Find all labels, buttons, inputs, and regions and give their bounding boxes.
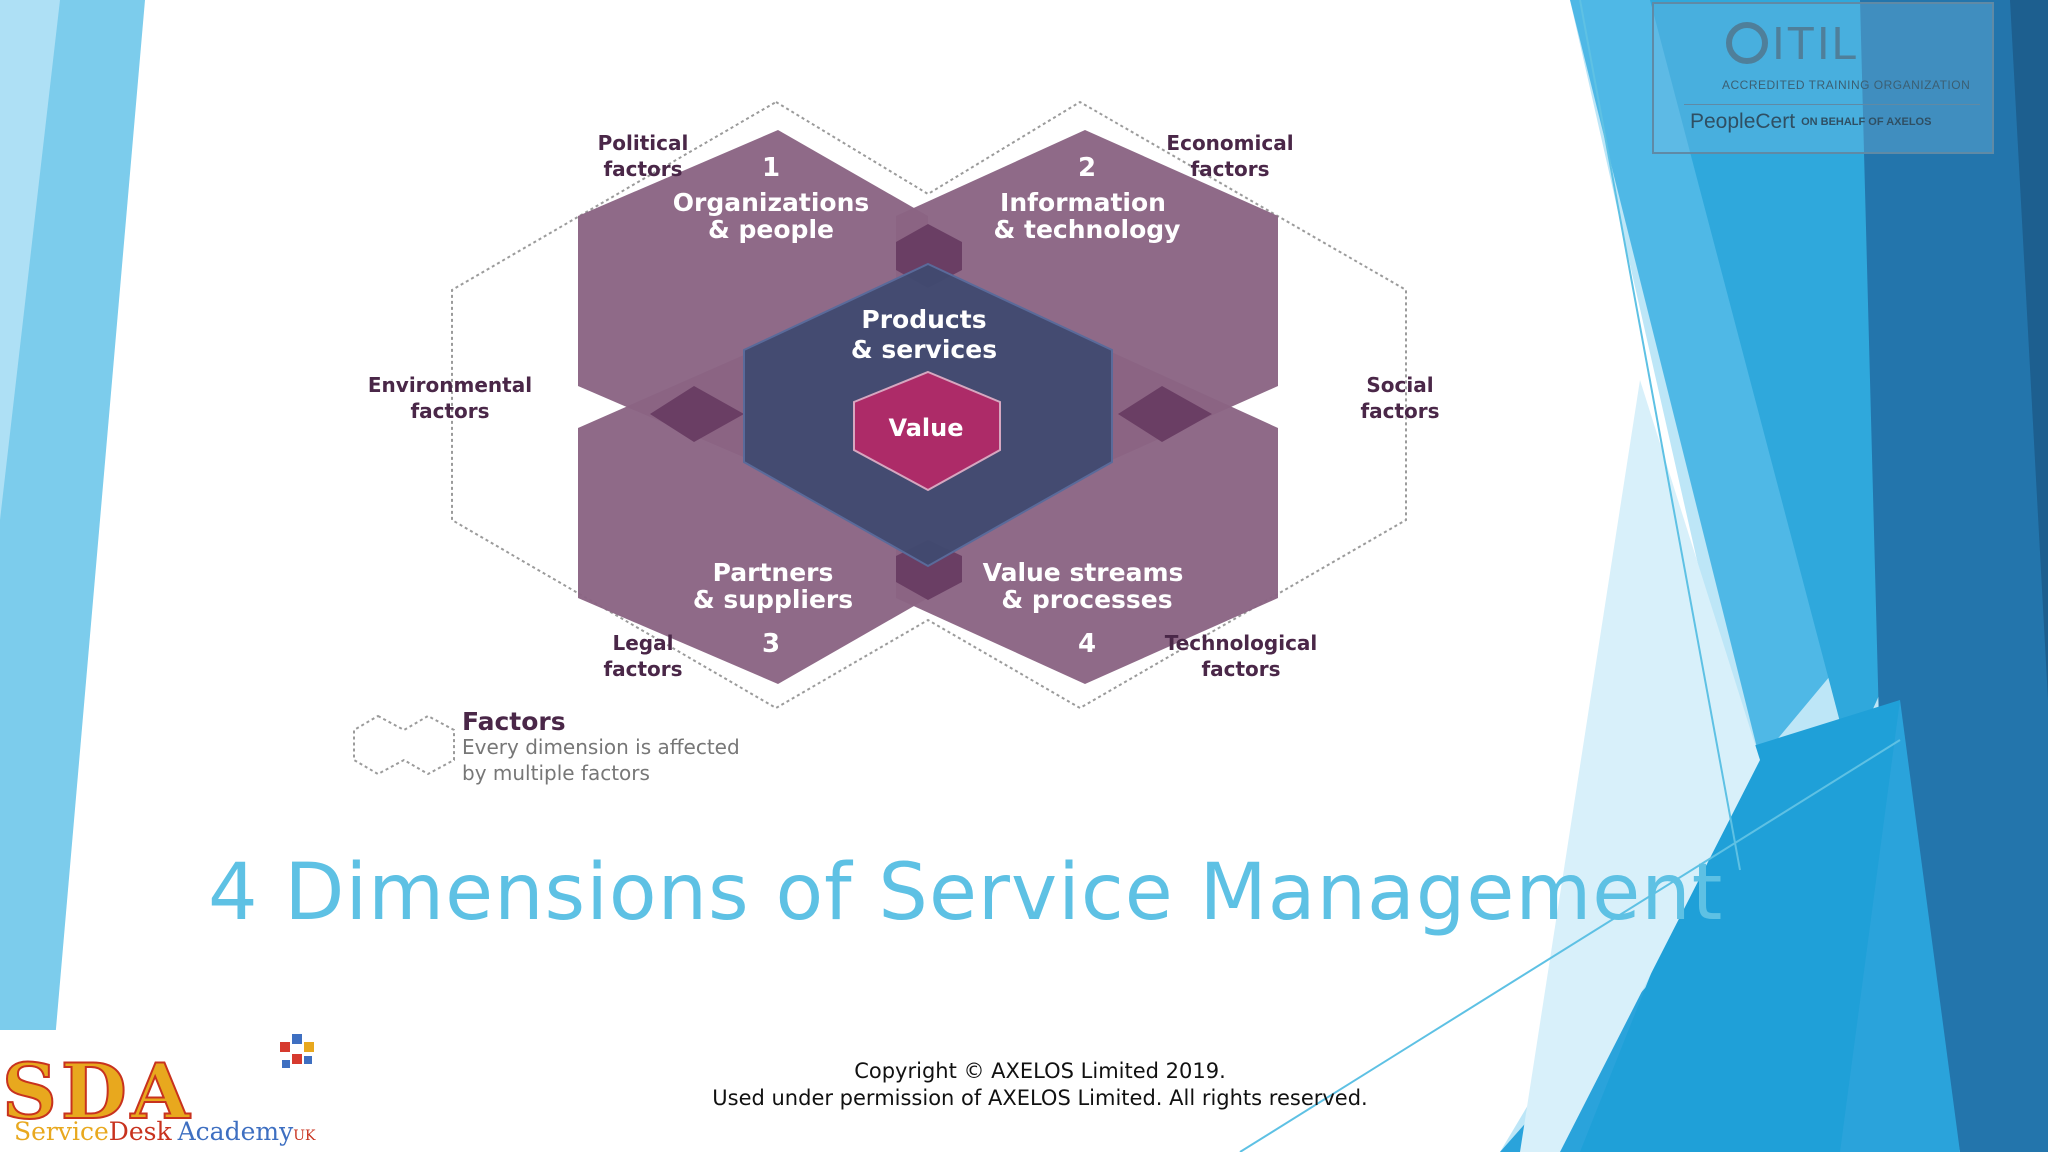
right-shape-bottom-2 bbox=[1580, 700, 1900, 1152]
factor-economical-line1: Economical bbox=[1166, 131, 1293, 155]
products-line1: Products bbox=[861, 305, 986, 334]
left-triangle bbox=[0, 0, 145, 1040]
legend-factors-icon bbox=[353, 714, 455, 776]
legend-line2: by multiple factors bbox=[462, 761, 650, 785]
dimension-4-line1: Value streams bbox=[983, 558, 1184, 587]
factor-technological-line1: Technological bbox=[1165, 631, 1318, 655]
copyright-line-1: Copyright © AXELOS Limited 2019. bbox=[854, 1059, 1226, 1083]
left-triangle-light bbox=[0, 0, 60, 520]
factor-social-line1: Social bbox=[1366, 373, 1433, 397]
factor-political-line2: factors bbox=[603, 157, 682, 181]
dimension-3-number: 3 bbox=[762, 629, 780, 659]
sda-desk: Desk bbox=[109, 1117, 173, 1146]
right-shape-darker bbox=[2010, 0, 2048, 700]
sda-service: Service bbox=[14, 1117, 109, 1146]
factor-environmental-line1: Environmental bbox=[368, 373, 532, 397]
factor-technological-line2: factors bbox=[1201, 657, 1280, 681]
dimension-3-line1: Partners bbox=[713, 558, 834, 587]
dimension-2-line2: & technology bbox=[994, 215, 1181, 244]
itil-accreditation-logo: ITIL ACCREDITED TRAINING ORGANIZATION Pe… bbox=[1652, 2, 1994, 154]
factors-outline bbox=[451, 100, 1407, 710]
itil-circle-icon bbox=[1726, 22, 1768, 64]
factor-legal-line1: Legal bbox=[613, 631, 674, 655]
itil-accredited-text: ACCREDITED TRAINING ORGANIZATION bbox=[1722, 78, 1971, 92]
copyright-line-2: Used under permission of AXELOS Limited.… bbox=[712, 1086, 1368, 1110]
dimension-2-line1: Information bbox=[1000, 188, 1166, 217]
dimension-4-number: 4 bbox=[1078, 629, 1096, 659]
sda-academy: Academy bbox=[177, 1117, 294, 1146]
sda-logo-letters: SDA bbox=[2, 1047, 194, 1136]
factor-environmental-line2: factors bbox=[410, 399, 489, 423]
sda-uk: UK bbox=[293, 1128, 316, 1144]
peoplecert-label: PeopleCert bbox=[1690, 110, 1796, 133]
itil-brand: ITIL bbox=[1772, 17, 1860, 69]
dimension-4-line2: & processes bbox=[1001, 585, 1172, 614]
value-hex bbox=[853, 370, 1001, 492]
factor-social-line2: factors bbox=[1360, 399, 1439, 423]
thin-line-2 bbox=[1239, 739, 1901, 1152]
value-label: Value bbox=[888, 414, 963, 442]
legend-line1: Every dimension is affected bbox=[462, 735, 740, 759]
factor-economical-line2: factors bbox=[1190, 157, 1269, 181]
on-behalf-label: ON BEHALF OF AXELOS bbox=[1801, 116, 1932, 129]
overlap-left bbox=[650, 386, 744, 442]
copyright-notice: Copyright © AXELOS Limited 2019. Used un… bbox=[700, 1058, 1380, 1112]
products-line2: & services bbox=[851, 335, 997, 364]
dimension-3-line2: & suppliers bbox=[693, 585, 853, 614]
thin-line-1 bbox=[1579, 0, 1741, 871]
itil-divider bbox=[1684, 104, 1980, 105]
factor-legal-line2: factors bbox=[603, 657, 682, 681]
sda-logo-background bbox=[0, 1030, 330, 1152]
slide-title: 4 Dimensions of Service Management bbox=[208, 848, 1724, 938]
sda-pixel-icon bbox=[280, 1034, 314, 1068]
dimension-1-line1: Organizations bbox=[673, 188, 870, 217]
dimension-1-line2: & people bbox=[708, 215, 834, 244]
factor-political-line1: Political bbox=[598, 131, 689, 155]
legend-title: Factors bbox=[462, 707, 566, 736]
right-shape-highlight bbox=[1520, 380, 1760, 1152]
overlap-right bbox=[1118, 386, 1212, 442]
peoplecert-text: PeopleCert ON BEHALF OF AXELOS bbox=[1690, 110, 1931, 134]
dimension-2-number: 2 bbox=[1078, 153, 1096, 183]
dimension-1-number: 1 bbox=[762, 153, 780, 183]
